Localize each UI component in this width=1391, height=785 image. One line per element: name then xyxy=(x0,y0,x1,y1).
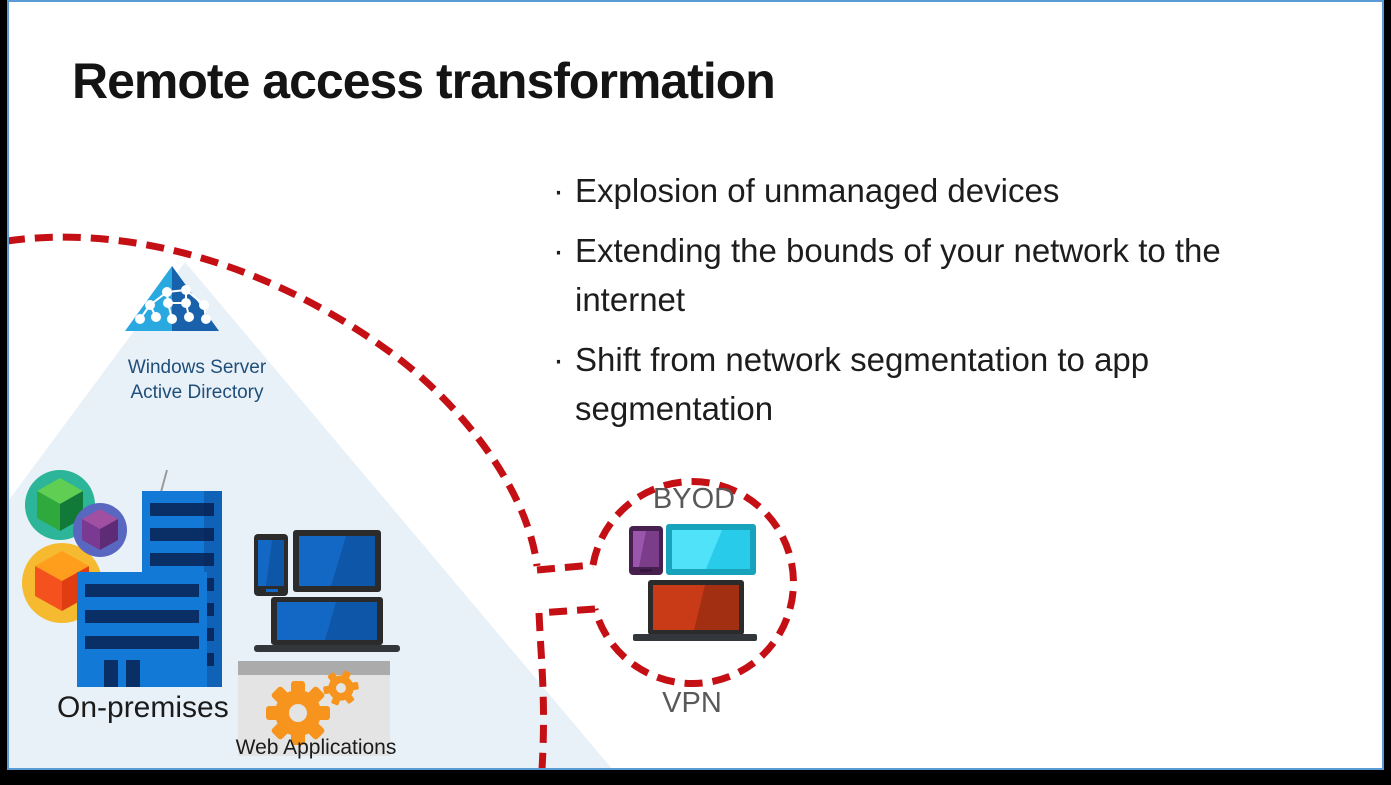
managed-phone-icon xyxy=(254,534,288,596)
byod-monitor-icon xyxy=(666,524,756,575)
vpn-label: VPN xyxy=(662,687,722,719)
vpn-bubble-bottom-connector xyxy=(538,605,596,617)
bullet-text: Explosion of unmanaged devices xyxy=(575,172,1060,209)
gear-small-icon xyxy=(323,670,359,706)
ad-label-line2: Active Directory xyxy=(130,381,264,403)
managed-laptop-icon xyxy=(254,597,400,652)
vpn-bubble-top-connector xyxy=(536,561,594,574)
web-applications-label: Web Applications xyxy=(235,736,397,759)
vpn-dashed-circle xyxy=(589,478,797,688)
ad-label-line1: Windows Server xyxy=(127,357,267,378)
on-premises-label: On-premises xyxy=(57,691,229,724)
byod-phone-icon xyxy=(629,526,663,575)
letterbox-right xyxy=(1384,0,1391,785)
letterbox-bottom xyxy=(0,770,1391,785)
bullet-item: · Explosion of unmanaged devices xyxy=(553,166,1263,216)
app-cube-purple-icon xyxy=(73,503,127,557)
web-applications-window-icon xyxy=(238,661,390,756)
bullet-marker: · xyxy=(553,340,564,378)
page-title: Remote access transformation xyxy=(72,53,776,109)
gear-large-icon xyxy=(266,681,330,745)
active-directory-pyramid-icon xyxy=(125,266,219,331)
byod-label: BYOD xyxy=(652,483,736,515)
network-boundary-arc xyxy=(6,233,541,567)
building-antenna xyxy=(160,469,168,493)
bullet-marker: · xyxy=(553,231,564,269)
network-boundary-vertical xyxy=(535,612,547,771)
bullet-marker: · xyxy=(553,172,564,209)
building-front-icon xyxy=(77,572,207,687)
bullet-list: · Explosion of unmanaged devices · Exten… xyxy=(553,166,1263,444)
managed-monitor-icon xyxy=(293,530,381,592)
active-directory-label: Windows Server Active Directory xyxy=(112,356,282,405)
letterbox-left xyxy=(0,0,7,785)
bullet-text: Shift from network segmentation to app s… xyxy=(575,340,1150,428)
bullet-text: Extending the bounds of your network to … xyxy=(575,231,1221,319)
bullet-item: · Shift from network segmentation to app… xyxy=(553,335,1263,434)
bullet-item: · Extending the bounds of your network t… xyxy=(553,226,1263,325)
byod-laptop-icon xyxy=(633,580,757,641)
